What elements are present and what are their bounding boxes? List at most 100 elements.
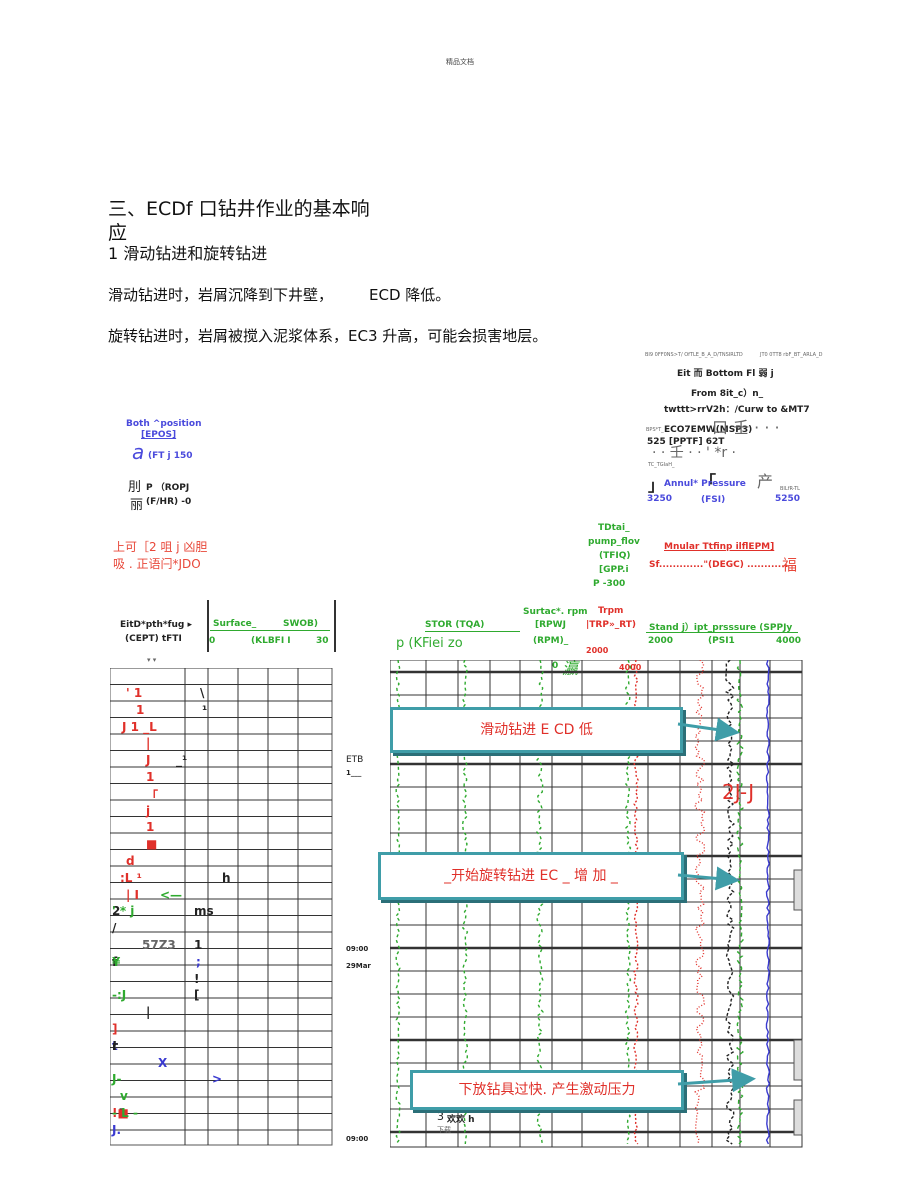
tdtal-2: pump_flov [588, 537, 640, 547]
left-track-mark: > [212, 1072, 223, 1087]
left-track-mark: ¥ [112, 954, 121, 969]
stand-label: Stand j）ipt_prsssure (SPPJy [649, 623, 793, 633]
callout-sliding-ecd-low: 滑动钻进 E CD 低 [390, 707, 683, 753]
rpm-label: (RPM)_ [533, 636, 569, 646]
surface-underline [210, 630, 330, 631]
left-track-mark: 「 [112, 1108, 125, 1122]
left-track-mark: <— [160, 887, 183, 902]
log-curve [633, 660, 639, 1145]
surface-left-bracket [207, 600, 209, 652]
left-track-mark: h [222, 870, 231, 885]
paragraph-rotating: 旋转钻进时，岩屑被搅入泥浆体系，EC3 升高，可能会损害地层。 [108, 327, 548, 345]
surface-label: Surface_ [213, 619, 257, 629]
left-track-mark: ; [196, 954, 201, 969]
eco-label: ECO7EMW(MSP3) [664, 425, 753, 435]
trp-value: 2000 [586, 646, 609, 655]
surface-right-bracket [334, 600, 336, 652]
left-track-mark: J. [112, 1122, 122, 1137]
log-curve [724, 660, 736, 1145]
log-tiny-top2: JT0 0TT8 rbF_BT_ARLA_D [760, 352, 823, 358]
left-track-mark: ms [194, 904, 214, 919]
left-track-mark: ' * j [112, 904, 135, 919]
annul-pressure-max: 5250 [775, 494, 801, 504]
ft-value: (FT j 150 [148, 451, 193, 461]
paragraph-sliding-b: ECD 降低。 [369, 286, 451, 304]
left-track-mark: 1 [136, 702, 145, 717]
left-track-grid [110, 668, 333, 1146]
left-track-mark: ] [112, 1022, 118, 1036]
rop-label: P （ROPJ [146, 483, 190, 493]
time-marker-1a: 09:00 [346, 945, 369, 953]
misc-chars1: 口 壬 · · · [712, 418, 780, 437]
left-track-mark: _¹ [176, 753, 188, 768]
mnular-char: 福 [782, 556, 798, 574]
callout-arrows [677, 717, 756, 1093]
log-curve [736, 660, 744, 1145]
kfiei-label: p (KFiei zo [396, 636, 463, 651]
annul-mid: 「 [700, 472, 717, 491]
left-track-mark: 1 [146, 820, 155, 835]
time-marker-1b: 29Mar [346, 962, 371, 970]
log-side-box [793, 869, 803, 911]
left-track-mark: d [126, 854, 135, 868]
left-track-mark: ■ [146, 837, 158, 852]
left-track-mark: 1 [194, 938, 203, 952]
mnular-label: Mnular Ttfinp ilflEPM] [664, 542, 775, 552]
left-track-mark: f [112, 954, 118, 969]
callout-rotation-text: _开始旋转钻进 EC _ 增 加 _ [444, 868, 618, 884]
misc-chars2: · · 壬 · · ' *r · [652, 445, 737, 461]
section-title: 三、ECDf 口钻井作业的基本响 [108, 198, 370, 220]
left-track-mark: \ [200, 686, 205, 700]
left-track-mark: !■ [112, 1106, 129, 1120]
epos-label: [EPOS] [141, 430, 177, 440]
left-track-mark: ' 1 [126, 686, 143, 700]
log-curve [765, 660, 771, 1145]
callout-surge-pressure: 下放钻具过快. 产生激动压力 [410, 1070, 684, 1110]
left-track-mark: J- [112, 1072, 122, 1087]
rpwj-label: [RPWJ [535, 620, 566, 630]
log-tiny-top: BI9 0FF0NS>T/ OfTLE_B_A_D/TNSIRLTD [645, 352, 743, 358]
eco-value: 525 [PPTF] 62T [647, 437, 725, 447]
stand-unit: (PSI1 [708, 636, 735, 646]
paragraph-sliding-a: 滑动钻进时，岩屑沉降到下井壁， [108, 286, 334, 304]
log-side-box [793, 1099, 803, 1136]
log-curve [694, 660, 706, 1145]
section-title-cont: 应 [108, 222, 128, 244]
tdtal-3: (TFIQ) [599, 551, 631, 561]
left-track-mark: j [146, 803, 151, 818]
swob-label: SWOB) [283, 619, 319, 629]
page-header: 精品文档 [446, 58, 474, 66]
time-marker-2: 09:00 [346, 1135, 369, 1143]
depth-label-2: (CEPT) tFTI [125, 634, 182, 644]
red-note-2: 吸 . 正语闩*JDO [113, 557, 201, 571]
paragraph-sliding: 滑动钻进时，岩屑沉降到下井壁， ECD 降低。 [108, 284, 450, 305]
callout-rotation-ecd-up: _开始旋转钻进 EC _ 增 加 _ [378, 852, 684, 900]
tdtal-4: [GPP.i [599, 565, 629, 575]
rpm-zero: 0 [552, 661, 559, 671]
bit-line1: Eit 而 Bottom Fl 弱 j [677, 369, 774, 379]
left-track-mark: X [158, 1055, 168, 1070]
klbfi-label: (KLBFI I [251, 636, 291, 646]
left-track-mark: J 1 _L [122, 719, 157, 734]
trp-rt-label: |TRP»_RT) [586, 620, 637, 630]
both-position-label: Both ^position [126, 419, 202, 429]
left-track-mark: r [112, 1038, 118, 1053]
surface-max: 30 [316, 636, 329, 646]
stand-max: 4000 [776, 636, 802, 646]
rop-unit: (F/HR) -0 [146, 497, 192, 507]
left-track-mark: [ [194, 988, 200, 1003]
left-track-mark: -:J [112, 988, 127, 1003]
left-track-mark: ! [112, 1038, 118, 1053]
annul-prefix: 」 [648, 476, 665, 495]
stand-underline [646, 632, 798, 633]
left-track-mark: ! [194, 971, 200, 986]
annul-pressure-min: 3250 [647, 494, 673, 504]
annotation-3c: 下载 [437, 1126, 451, 1134]
left-track-mark: :L ¹ [120, 870, 142, 885]
rop-unit-glyph: 丽 [130, 498, 144, 513]
left-track-mark: ¹ [202, 702, 208, 717]
etb-label: ETB [346, 755, 364, 765]
left-track-mark: | I [126, 887, 140, 902]
stor-label: STOR (TQA) [425, 620, 485, 630]
annul-small: BILfR-TL [780, 486, 800, 492]
